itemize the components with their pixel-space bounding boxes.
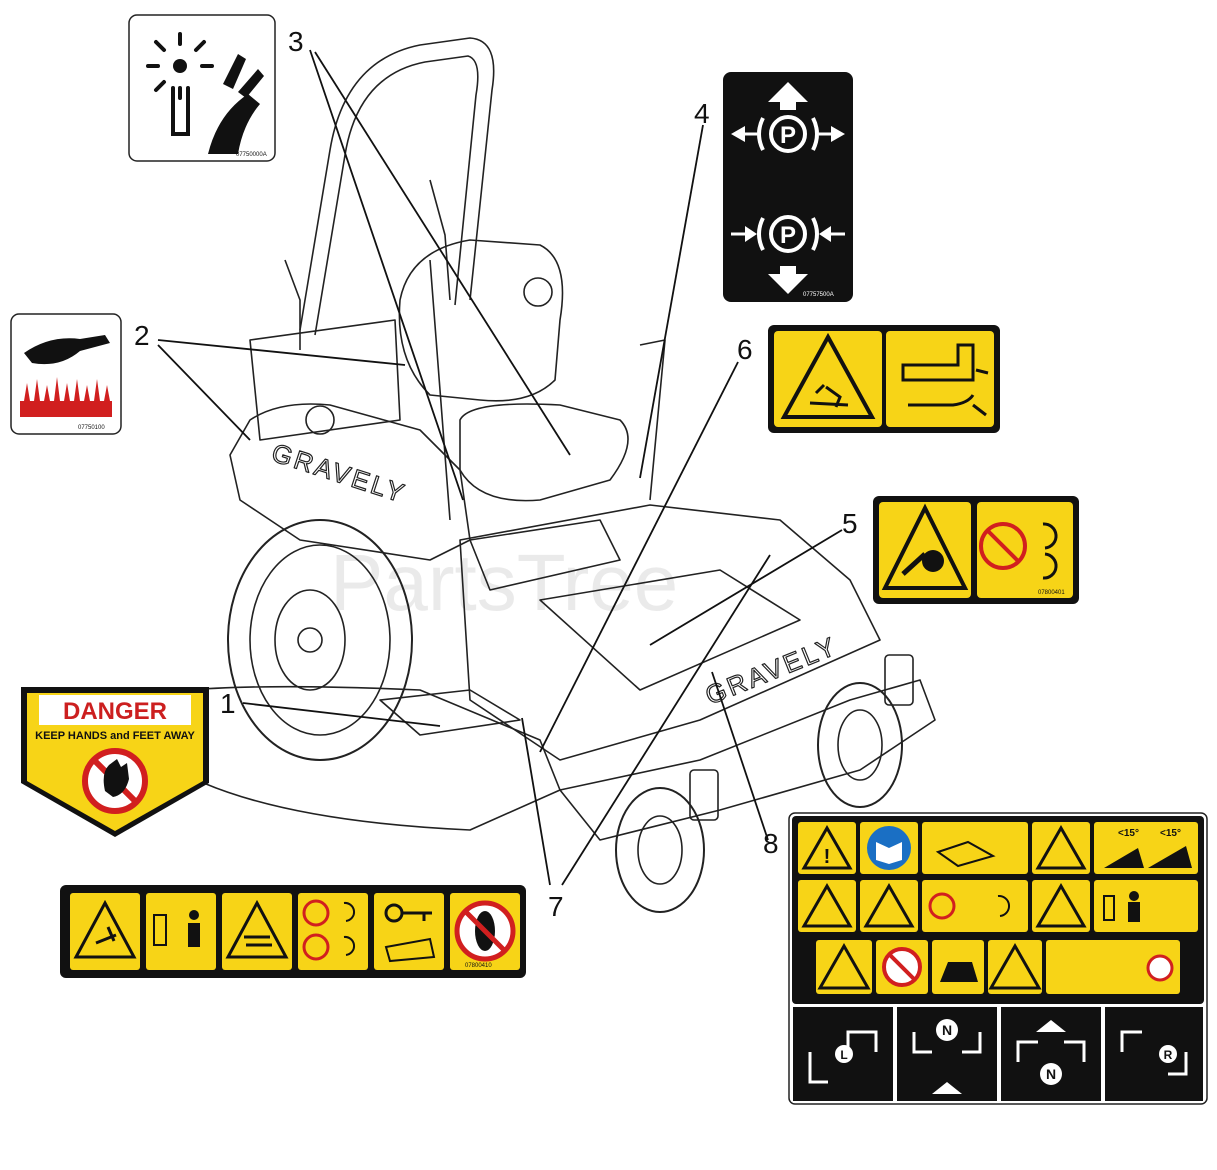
warning-triangle-icon bbox=[863, 882, 915, 928]
control-safety-decal: ! <15° <15° L N N R bbox=[788, 812, 1208, 1105]
slope-angle-right: <15° bbox=[1160, 828, 1181, 839]
hot-surface-decal: 07750100 bbox=[10, 313, 122, 435]
arrow-down-icon bbox=[768, 266, 808, 294]
prohibited-icon bbox=[1146, 954, 1174, 982]
callout-6: 6 bbox=[737, 334, 753, 365]
slope-icon bbox=[1104, 846, 1192, 868]
body-brand-left: GRAVELY bbox=[268, 437, 410, 509]
person-icon bbox=[1129, 891, 1139, 901]
prohibited-icon bbox=[302, 933, 330, 961]
part-number: 07800410 bbox=[465, 963, 492, 969]
callout-8: 8 bbox=[763, 828, 779, 859]
hand-icon bbox=[24, 335, 110, 365]
operator-presence-decal bbox=[768, 325, 1000, 433]
callout-3: 3 bbox=[288, 26, 304, 57]
door-icon bbox=[1103, 895, 1115, 921]
arrow-up-icon bbox=[1036, 1020, 1066, 1032]
leader-7a bbox=[521, 717, 551, 886]
part-number: 07750100 bbox=[78, 425, 105, 431]
belt-guard-decal: 07800401 bbox=[873, 496, 1079, 604]
leader-3b bbox=[314, 51, 571, 456]
danger-title: DANGER bbox=[63, 698, 167, 725]
warning-triangle-icon bbox=[988, 942, 1042, 990]
door-icon bbox=[153, 914, 167, 946]
park-symbol-bottom: P bbox=[780, 222, 796, 249]
slope-angle-left: <15° bbox=[1118, 828, 1139, 839]
leader-4 bbox=[639, 124, 704, 479]
danger-decal: DANGER KEEP HANDS and FEET AWAY bbox=[21, 687, 209, 837]
warning-triangle-icon bbox=[801, 882, 853, 928]
warning-triangle-icon bbox=[1035, 824, 1087, 870]
rotation-icon bbox=[1042, 522, 1058, 580]
leader-1 bbox=[242, 702, 441, 727]
leader-2b bbox=[157, 344, 251, 441]
prohibited-icon bbox=[302, 899, 330, 927]
part-number: 07800401 bbox=[1038, 590, 1065, 596]
prohibited-icon bbox=[979, 522, 1027, 570]
warning-triangle-icon bbox=[225, 899, 289, 959]
hand-icon bbox=[103, 759, 129, 797]
rotation-icon bbox=[343, 901, 355, 956]
person-icon bbox=[189, 910, 199, 920]
svg-text:!: ! bbox=[824, 846, 831, 868]
body-brand-right: GRAVELY bbox=[701, 630, 842, 710]
callout-5: 5 bbox=[842, 508, 858, 539]
operator-warning-decal: 07800410 bbox=[60, 885, 526, 978]
leader-lines bbox=[157, 49, 843, 886]
motion-control-icons bbox=[808, 1030, 1188, 1084]
danger-subtitle: KEEP HANDS and FEET AWAY bbox=[35, 730, 195, 742]
callout-2: 2 bbox=[134, 320, 150, 351]
warning-triangle-icon bbox=[801, 824, 853, 870]
warning-triangle-icon bbox=[73, 899, 137, 959]
warning-triangle-icon bbox=[817, 942, 871, 990]
mower-icon bbox=[940, 962, 978, 982]
thrown-object-decal: 07750000A bbox=[128, 14, 276, 162]
right-symbol: R bbox=[1164, 1048, 1173, 1062]
leader-6 bbox=[539, 361, 739, 753]
leader-7b bbox=[561, 554, 771, 886]
leader-5 bbox=[649, 529, 843, 646]
callout-7: 7 bbox=[548, 891, 564, 922]
left-symbol: L bbox=[840, 1048, 847, 1062]
warning-triangle-icon bbox=[780, 332, 876, 419]
leader-8 bbox=[711, 671, 769, 841]
callout-4: 4 bbox=[694, 98, 710, 129]
heat-icon bbox=[20, 377, 112, 417]
leader-3a bbox=[309, 49, 464, 501]
neutral-symbol-top: N bbox=[942, 1022, 952, 1038]
hand-icon bbox=[208, 94, 260, 154]
warning-triangle-icon bbox=[881, 503, 969, 590]
seat-icon bbox=[901, 343, 989, 417]
neutral-symbol-bottom: N bbox=[1046, 1066, 1056, 1082]
arrow-up-icon bbox=[768, 82, 808, 110]
warning-triangle-icon bbox=[1035, 882, 1087, 928]
arrow-down-icon bbox=[932, 1082, 962, 1094]
park-brake-decal: P P 07757500A bbox=[723, 72, 853, 302]
park-symbol-top: P bbox=[780, 122, 796, 149]
part-number: 07757500A bbox=[803, 292, 834, 298]
part-number: 07750000A bbox=[236, 152, 267, 158]
leader-2a bbox=[157, 339, 406, 366]
prohibited-icon bbox=[928, 892, 956, 920]
callout-1: 1 bbox=[220, 688, 236, 719]
rotation-icon bbox=[997, 894, 1010, 917]
